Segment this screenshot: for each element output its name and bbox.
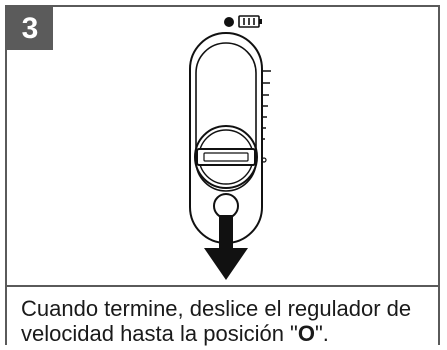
slide-down-arrow [204,215,248,280]
off-position-mark [261,157,267,163]
instruction-caption: Cuando termine, deslice el regulador de … [21,296,431,346]
speed-scale-marks [263,70,271,140]
speed-regulator-dial [194,125,258,189]
power-indicator-dot [224,17,234,27]
battery-icon [238,15,262,28]
caption-area: Cuando termine, deslice el regulador de … [7,285,438,349]
caption-bold-position: O [297,321,315,346]
speed-track [195,42,257,192]
instruction-panel: 3 Cuando termine, deslice el regulador d… [5,5,440,349]
step-number-badge: 3 [7,7,53,50]
device-illustration [189,15,271,280]
device-button [213,193,239,219]
caption-text-before: Cuando termine, deslice el regulador de … [21,296,412,346]
step-number: 3 [21,11,39,45]
caption-text-after: ". [315,321,329,346]
